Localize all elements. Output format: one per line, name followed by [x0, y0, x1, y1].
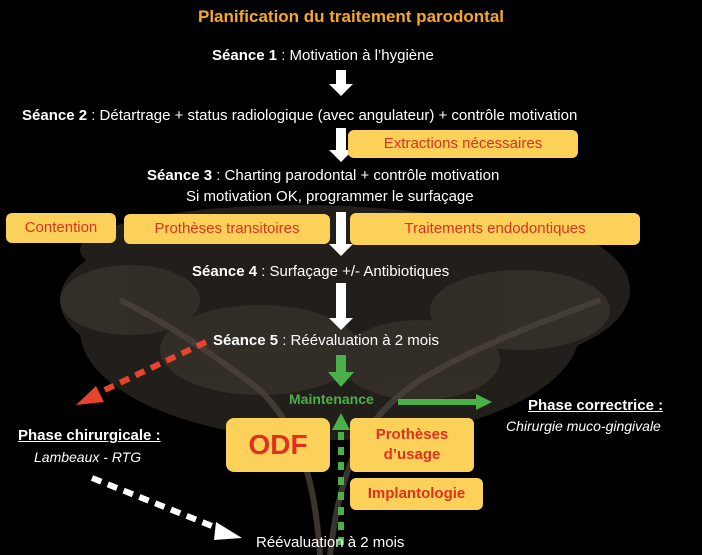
seance-1: Séance 1 : Motivation à l’hygiène — [212, 47, 434, 64]
seance-4: Séance 4 : Surfaçage +/- Antibiotiques — [192, 263, 450, 280]
box-protheses-transitoires: Prothèses transitoires — [124, 214, 330, 244]
red-arrow-icon — [76, 386, 104, 405]
phase-correctrice-sub: Chirurgie muco-gingivale — [506, 418, 661, 434]
diagram-title: Planification du traitement parodontal — [197, 7, 505, 26]
phase-correctrice-title: Phase correctrice : — [528, 397, 664, 414]
box-extractions: Extractions nécessaires — [348, 130, 578, 158]
maintenance-label: Maintenance — [289, 391, 374, 407]
green-arrow-up-icon — [332, 413, 350, 430]
seance-3-line2: Si motivation OK, programmer le surfaçag… — [186, 188, 474, 205]
arrow-down-icon — [329, 70, 353, 96]
seance-3: Séance 3 : Charting parodontal + contrôl… — [147, 167, 500, 184]
green-arrow-down-icon — [328, 355, 354, 387]
phase-chirurgicale-title: Phase chirurgicale : — [18, 427, 161, 444]
arrow-down-icon — [329, 212, 353, 256]
reevaluation-bottom: Réévaluation à 2 mois — [256, 534, 405, 551]
phase-chirurgicale-sub: Lambeaux - RTG — [34, 449, 142, 465]
box-protheses-usage: Prothèses d’usage — [350, 418, 474, 472]
green-arrow-right-icon — [476, 394, 492, 410]
box-odf: ODF — [226, 418, 330, 472]
flow-arrows — [329, 70, 353, 330]
arrow-down-icon — [329, 128, 353, 162]
seance-2: Séance 2 : Détartrage + status radiologi… — [22, 107, 578, 124]
box-contention: Contention — [6, 213, 116, 243]
white-arrow-icon — [214, 522, 242, 540]
box-traitements-endodontiques: Traitements endodontiques — [350, 213, 640, 245]
arrow-down-icon — [329, 283, 353, 330]
seance-5: Séance 5 : Réévaluation à 2 mois — [213, 332, 439, 349]
box-implantologie: Implantologie — [350, 478, 483, 510]
